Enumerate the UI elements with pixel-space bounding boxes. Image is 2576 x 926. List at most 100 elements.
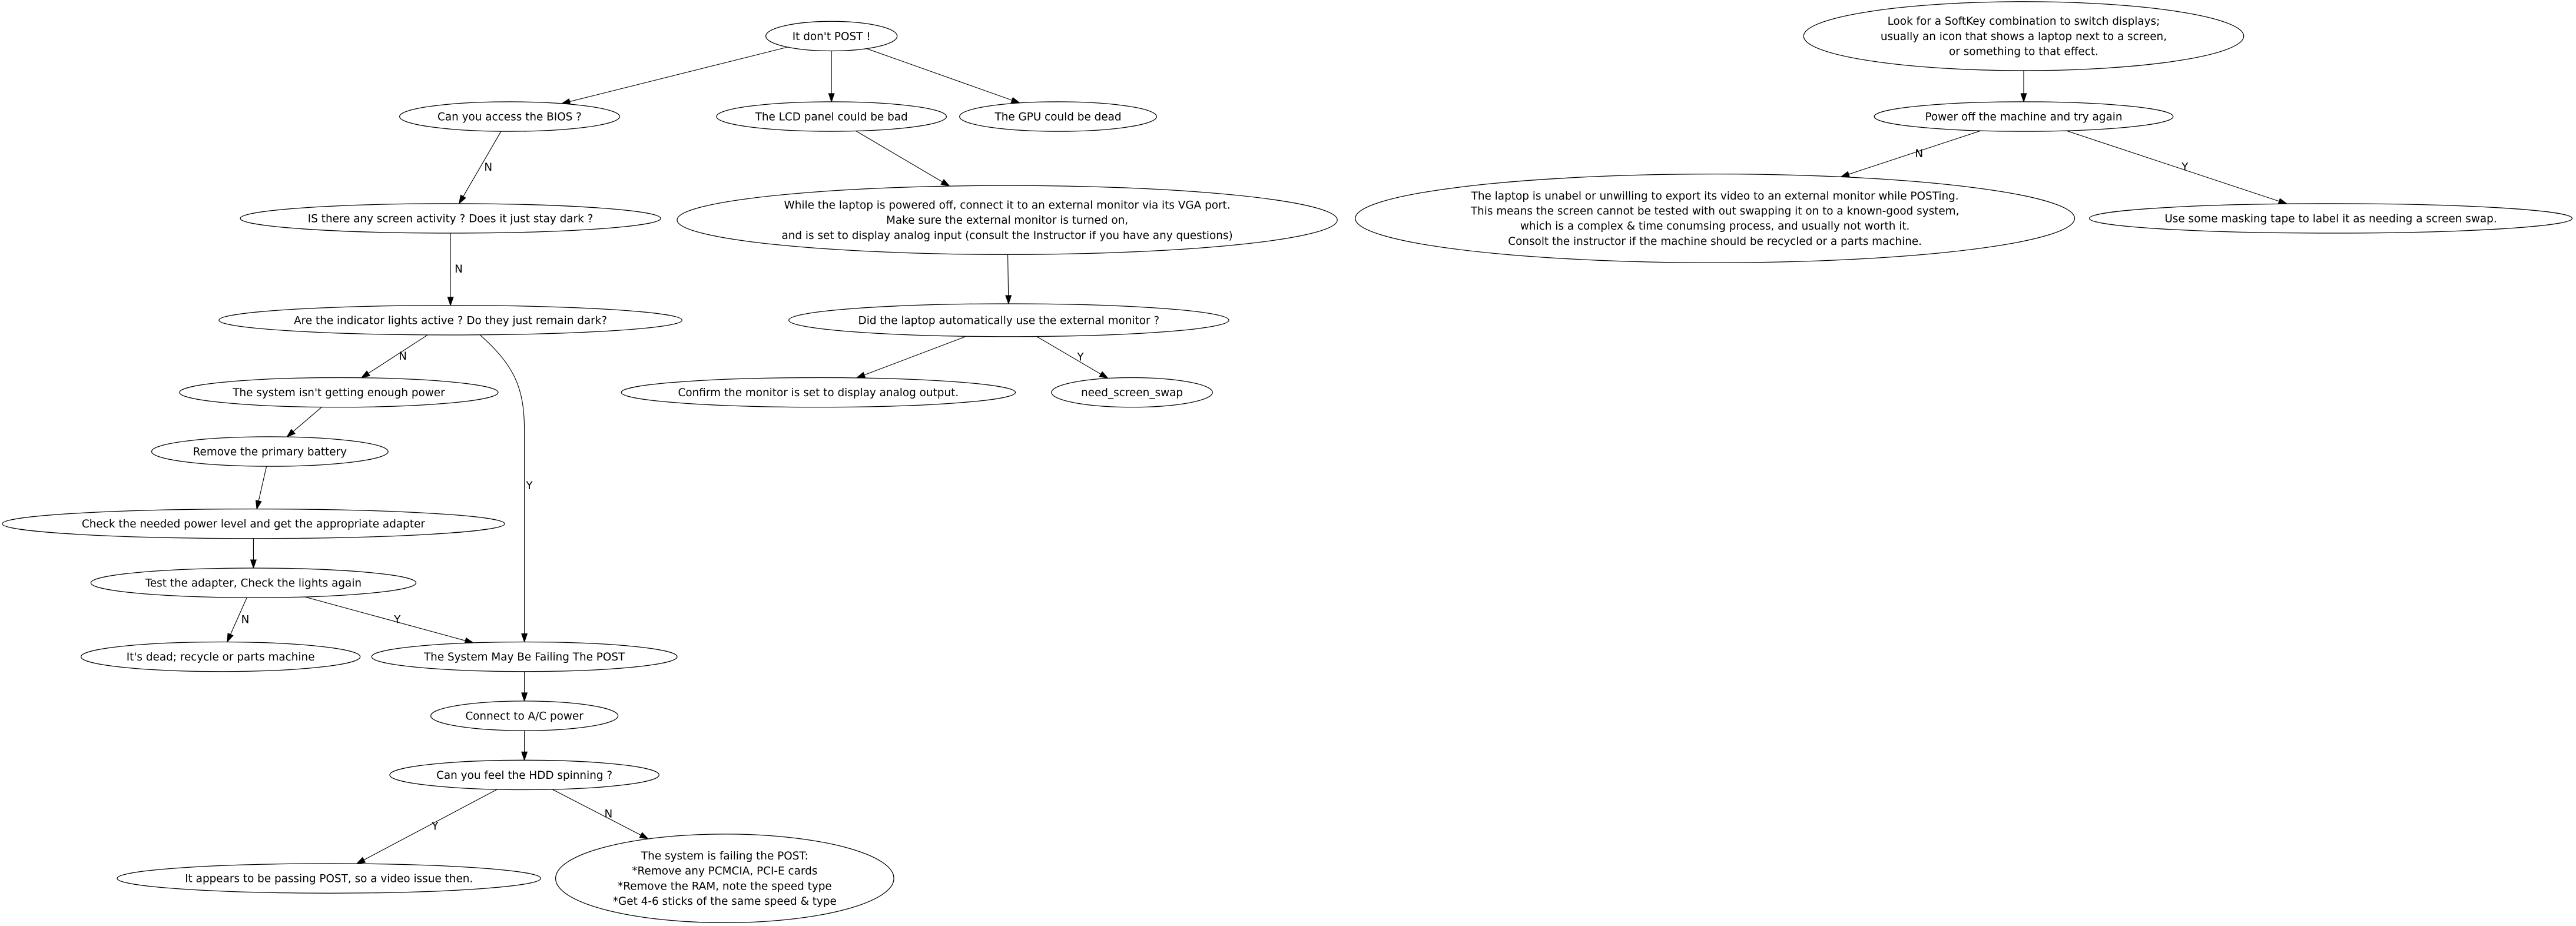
flowchart-node-n13: Test the adapter, Check the lights again	[90, 567, 417, 598]
node-ellipse	[765, 21, 898, 52]
edge-label: N	[605, 808, 613, 821]
edge-line	[463, 131, 502, 197]
edge-n0-n2	[828, 51, 835, 103]
arrowhead-icon	[458, 194, 466, 205]
edge-n11-n12	[255, 466, 267, 510]
node-label: Use some masking tape to label it as nee…	[2164, 213, 2497, 225]
flowchart-node-n10: need_screen_swap	[1051, 377, 1213, 408]
edge-line	[1007, 254, 1009, 296]
node-label: The System May Be Failing The POST	[423, 651, 625, 663]
edge-line	[866, 48, 1012, 101]
edge-line	[552, 789, 641, 836]
edge-n15-n16	[521, 671, 528, 702]
arrowhead-icon	[521, 633, 528, 643]
edge-line	[864, 336, 967, 376]
edge-n5-n7	[1005, 254, 1012, 305]
node-ellipse	[389, 759, 659, 791]
edge-n21-n23: Y	[2066, 130, 2288, 204]
node-ellipse	[90, 567, 417, 598]
flowchart-node-n6: Are the indicator lights active ? Do the…	[218, 305, 682, 336]
edge-line	[856, 131, 943, 182]
arrowhead-icon	[856, 371, 866, 379]
edge-n13-n14: N	[227, 597, 250, 643]
node-ellipse	[2088, 203, 2573, 234]
edge-line	[569, 47, 788, 102]
edge-line	[368, 334, 428, 374]
edge-line	[363, 789, 498, 861]
edge-n12-n13	[250, 538, 257, 569]
node-label: Can you access the BIOS ?	[437, 111, 582, 123]
node-label: Consolt the instructor if the machine sh…	[1508, 235, 1922, 248]
node-label: *Remove the RAM, note the speed type	[618, 880, 832, 892]
edge-label: Y	[525, 480, 533, 492]
arrowhead-icon	[521, 751, 528, 762]
arrowhead-icon	[2277, 198, 2288, 204]
node-label: The laptop is unabel or unwilling to exp…	[1471, 190, 1959, 203]
edge-n17-n19: N	[552, 789, 649, 839]
node-label: The system isn't getting enough power	[232, 387, 445, 399]
node-ellipse	[788, 303, 1229, 337]
edge-n6-n15: Y	[479, 334, 533, 643]
flowchart-node-n21: Power off the machine and try again	[1874, 101, 2174, 132]
arrowhead-icon	[447, 297, 454, 307]
edge-n20-n21	[2020, 70, 2027, 103]
edge-label: N	[241, 613, 250, 626]
flowchart-node-n0: It don't POST !	[765, 21, 898, 52]
edge-n2-n5	[856, 131, 951, 187]
node-ellipse	[371, 641, 678, 672]
edge-line	[293, 407, 322, 432]
arrowhead-icon	[250, 559, 257, 569]
flowchart-node-n16: Connect to A/C power	[430, 701, 619, 731]
edge-n16-n17	[521, 731, 528, 762]
node-ellipse	[621, 377, 1016, 408]
edge-label: N	[484, 161, 492, 174]
node-label: usually an icon that shows a laptop next…	[1881, 31, 2167, 43]
edge-label: Y	[1076, 351, 1084, 364]
edge-label: N	[1915, 148, 1923, 160]
node-label: The LCD panel could be bad	[755, 111, 908, 123]
edge-line	[258, 466, 267, 502]
node-label: This means the screen cannot be tested w…	[1470, 205, 1960, 218]
edge-n6-n8: N	[360, 334, 428, 379]
node-ellipse	[218, 305, 682, 336]
flowchart-node-n20: Look for a SoftKey combination to switch…	[1803, 1, 2245, 71]
edge-line	[304, 596, 466, 641]
node-ellipse	[430, 701, 619, 731]
edge-line	[479, 334, 525, 634]
node-label: Can you feel the HDD spinning ?	[436, 769, 612, 782]
flowchart-node-n7: Did the laptop automatically use the ext…	[788, 303, 1229, 337]
node-ellipse	[677, 185, 1338, 255]
arrowhead-icon	[2020, 93, 2027, 103]
edge-n21-n22: N	[1839, 130, 1981, 178]
arrowhead-icon	[1099, 371, 1109, 379]
flowchart-node-n23: Use some masking tape to label it as nee…	[2088, 203, 2573, 234]
arrowhead-icon	[360, 370, 371, 379]
node-label: It's dead; recycle or parts machine	[127, 651, 315, 663]
flowchart-node-n19: The system is failing the POST:*Remove a…	[555, 834, 894, 924]
edge-label: N	[399, 350, 407, 363]
node-ellipse	[179, 377, 499, 408]
arrowhead-icon	[521, 692, 528, 702]
flowchart-node-n8: The system isn't getting enough power	[179, 377, 499, 408]
node-ellipse	[151, 436, 389, 467]
edge-n17-n18: Y	[356, 789, 498, 865]
node-label: Look for a SoftKey combination to switch…	[1888, 15, 2160, 28]
flowchart-node-n3: The GPU could be dead	[959, 101, 1158, 132]
flowchart-node-n18: It appears to be passing POST, so a vide…	[117, 863, 542, 894]
edge-line	[1036, 336, 1101, 375]
edge-n7-n9	[856, 336, 967, 379]
node-ellipse	[399, 101, 621, 132]
node-label: Confirm the monitor is set to display an…	[678, 387, 959, 399]
node-label: It appears to be passing POST, so a vide…	[185, 873, 473, 885]
node-label: *Remove any PCMCIA, PCI-E cards	[632, 865, 817, 878]
arrowhead-icon	[286, 429, 296, 438]
edge-n4-n6: N	[447, 233, 463, 307]
node-ellipse	[716, 101, 947, 132]
node-label: Remove the primary battery	[193, 446, 347, 458]
node-ellipse	[1355, 174, 2076, 263]
arrowhead-icon	[255, 500, 262, 510]
edge-label: Y	[2181, 161, 2189, 174]
node-ellipse	[1051, 377, 1213, 408]
